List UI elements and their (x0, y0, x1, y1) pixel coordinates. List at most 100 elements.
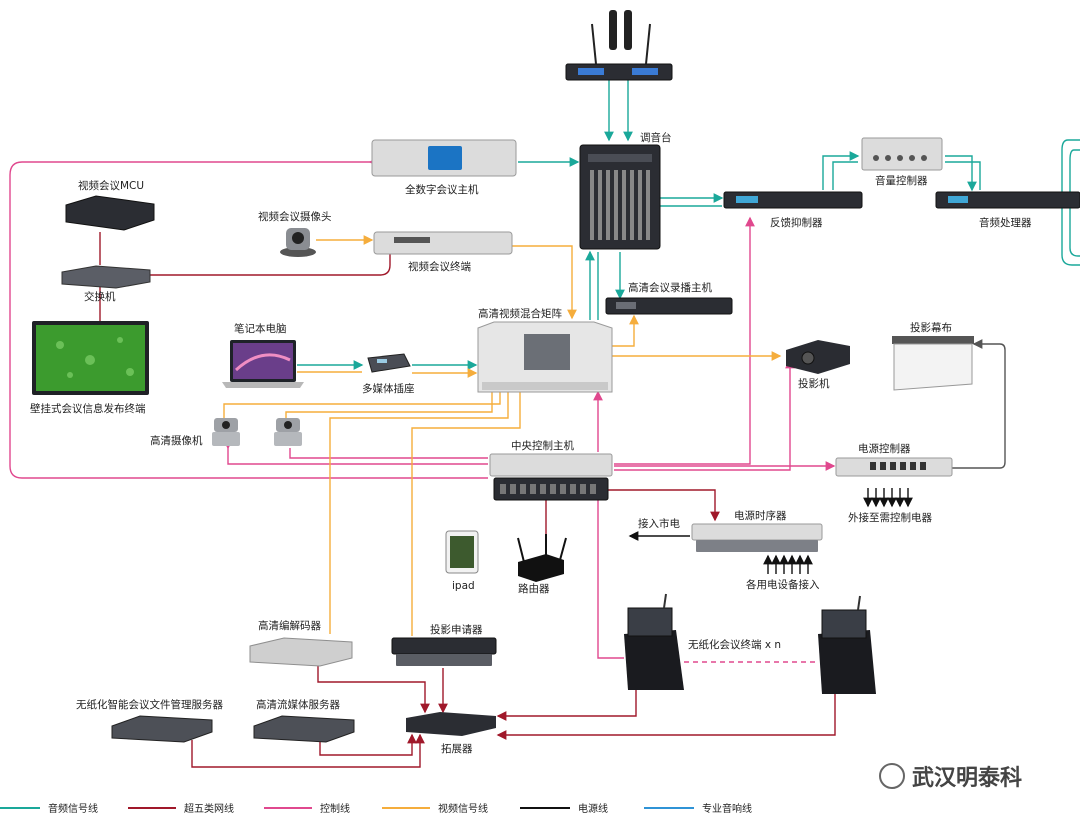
codec-device (249, 637, 353, 667)
recorder-device (605, 297, 733, 315)
video-line-camera1-matrix (223, 383, 505, 418)
mcu-device (65, 195, 155, 231)
wall-display-label: 壁挂式会议信息发布终端 (30, 402, 146, 415)
audio-line-volume-proc-2 (945, 161, 981, 190)
wireless-mic-device (565, 10, 673, 81)
matrix-device (477, 321, 613, 393)
hd-camera-2-device (274, 418, 302, 446)
ctrl-line-host-central (9, 157, 488, 479)
switch-label: 交换机 (84, 290, 116, 303)
net-line-fileserver-expander (191, 733, 425, 768)
file-server-device (111, 715, 213, 743)
power-controller-label: 电源控制器 (858, 442, 911, 455)
ipad-label: ipad (452, 580, 475, 592)
stream-server-label: 高清流媒体服务器 (256, 698, 340, 711)
audio-line-feedback-volume-2 (832, 161, 858, 190)
socket-label: 多媒体插座 (362, 382, 415, 395)
ctrl-line-camera2-central (289, 448, 488, 459)
ctrl-line-powerctrl-screen (915, 339, 1006, 469)
vc-terminal-label: 视频会议终端 (408, 260, 471, 273)
proj-applicant-label: 投影申请器 (430, 623, 483, 636)
ctrl-line-central-projector (614, 358, 795, 471)
legend-label-video: 视频信号线 (438, 802, 488, 815)
video-line-matrix-codec (329, 383, 513, 634)
central-controller-label: 中央控制主机 (511, 439, 574, 452)
legend: 音频信号线 超五类网线 控制线 视频信号线 电源线 专业音响线 (0, 802, 752, 815)
expander-label: 拓展器 (441, 743, 473, 755)
vc-camera-device (280, 228, 316, 257)
vc-terminal-device (373, 231, 513, 255)
screen-device (892, 336, 974, 391)
expander-device (406, 712, 496, 736)
hd-camera-1-device (212, 418, 240, 446)
volume-controller-device (861, 137, 943, 171)
sequencer-label: 电源时序器 (734, 509, 787, 522)
hd-camera-label: 高清摄像机 (150, 434, 203, 447)
net-line-paperless2-expander (496, 694, 836, 740)
socket-device (367, 353, 411, 373)
legend-label-network: 超五类网线 (184, 802, 234, 815)
recorder-label: 高清会议录播主机 (628, 281, 712, 294)
matrix-label: 高清视频混合矩阵 (478, 307, 562, 320)
wechat-icon (879, 763, 905, 789)
router-device (517, 534, 567, 582)
net-line-stream-expander (319, 733, 417, 756)
external-control-label: 外接至需控制电器 (848, 511, 932, 524)
mixer-device (579, 144, 661, 250)
watermark-text: 武汉明泰科 (912, 766, 1022, 791)
mains-label: 接入市电 (638, 517, 680, 530)
audio-processor-label: 音频处理器 (979, 216, 1032, 229)
feedback-label: 反馈抑制器 (770, 216, 823, 229)
wall-display-device (32, 321, 149, 395)
legend-label-speaker: 专业音响线 (702, 802, 752, 815)
sequencer-device (691, 523, 823, 552)
ctrl-line-camera1-central (223, 439, 488, 465)
paperless-terminal-1-device (624, 593, 684, 690)
audio-processor-device (935, 191, 1080, 209)
audio-line-volume-proc-1 (945, 155, 977, 192)
vc-camera-label: 视频会议摄像头 (258, 210, 332, 223)
mcu-label: 视频会议MCU (78, 179, 144, 192)
net-line-paperless1-expander (496, 690, 637, 721)
legend-label-power: 电源线 (578, 802, 608, 815)
video-line-matrix-applicant (411, 383, 525, 636)
digital-host-device (371, 139, 517, 177)
stream-server-device (253, 715, 355, 743)
spare-power-label: 各用电设备接入 (746, 578, 820, 591)
legend-label-audio: 音频信号线 (48, 802, 98, 815)
audio-line-feedback-volume-1 (822, 151, 860, 190)
paperless-terminal-2-device (818, 595, 876, 694)
power-controller-device (835, 457, 953, 477)
file-server-label: 无纸化智能会议文件管理服务器 (76, 698, 223, 711)
volume-controller-label: 音量控制器 (875, 174, 928, 187)
net-line-codec-expander (317, 662, 430, 714)
connection-lines (9, 80, 1080, 768)
router-label: 路由器 (518, 582, 550, 595)
feedback-suppressor-device (723, 191, 863, 209)
central-controller-device (489, 453, 613, 501)
ipad-device (445, 530, 479, 574)
laptop-label: 笔记本电脑 (234, 322, 287, 335)
net-line-central-sequencer (606, 489, 720, 522)
switch-device (61, 265, 151, 289)
projector-device (786, 340, 850, 374)
paperless-label: 无纸化会议终端 x n (688, 638, 781, 651)
mixer-label: 调音台 (640, 131, 672, 144)
legend-label-control: 控制线 (320, 802, 350, 815)
video-line-matrix-recorder (612, 314, 639, 347)
external-arrows (763, 488, 913, 574)
watermark: 武汉明泰科 (879, 763, 1022, 791)
video-line-terminal-matrix (512, 245, 577, 320)
laptop-device (222, 340, 304, 388)
proj-applicant-device (391, 637, 497, 666)
ctrl-line-central-feedback (614, 216, 755, 465)
net-line-switch-terminal (148, 248, 391, 276)
digital-host-label: 全数字会议主机 (405, 183, 479, 196)
screen-label: 投影幕布 (910, 321, 952, 334)
projector-label: 投影机 (798, 377, 830, 390)
codec-label: 高清编解码器 (258, 619, 321, 632)
ctrl-line-central-paperless (597, 500, 624, 659)
video-line-camera2-matrix (285, 392, 493, 418)
